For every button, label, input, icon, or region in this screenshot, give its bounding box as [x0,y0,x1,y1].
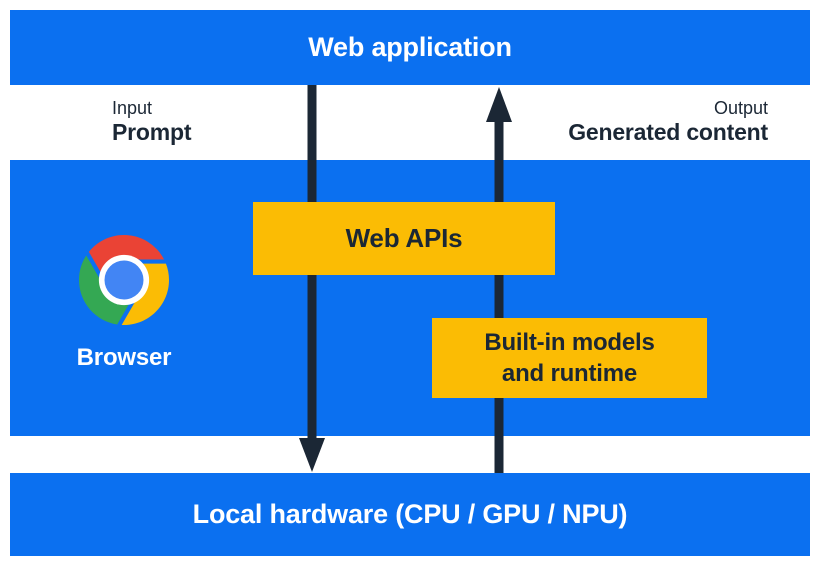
chrome-logo-icon [79,235,169,325]
input-prompt-block: Input Prompt [112,97,192,146]
web-apis-card: Web APIs [253,202,555,275]
web-application-label: Web application [308,32,512,62]
browser-label: Browser [76,344,172,371]
prompt-label: Prompt [112,119,192,145]
browser-block: Browser [54,235,194,372]
generated-content-label: Generated content [568,119,768,145]
input-label: Input [112,98,153,118]
builtin-models-card: Built-in models and runtime [432,318,707,398]
output-label: Output [713,98,768,118]
web-application-bar: Web application [10,10,810,85]
builtin-models-line1: Built-in models [484,329,655,356]
output-generated-block: Output Generated content [568,97,768,146]
web-apis-label: Web APIs [345,223,463,253]
builtin-models-line2: and runtime [501,360,638,387]
local-hardware-label: Local hardware (CPU / GPU / NPU) [192,499,628,529]
local-hardware-bar: Local hardware (CPU / GPU / NPU) [10,473,810,556]
